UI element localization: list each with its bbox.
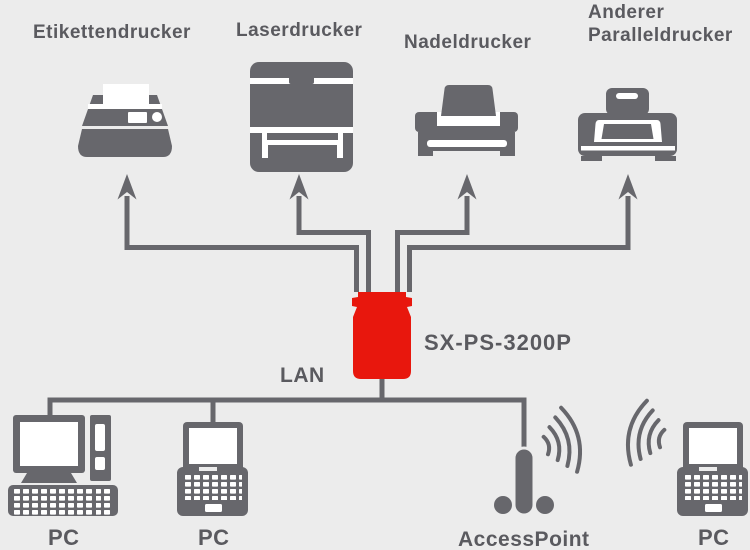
- label-printer-name: Etikettendrucker: [33, 22, 191, 43]
- laptop-pc-label: PC: [198, 525, 230, 550]
- arrowhead-icon: [457, 174, 477, 200]
- inkjet-printer-icon: [578, 88, 677, 161]
- parallel-printer-name-line2: Paralleldrucker: [588, 25, 733, 46]
- arrowhead-icon: [117, 174, 137, 200]
- lan-main-line: [47, 397, 527, 450]
- wifi-waves-icon: [541, 405, 582, 474]
- laser-printer-name: Laserdrucker: [236, 20, 363, 41]
- wifi-waves-icon: [626, 398, 667, 467]
- desktop-pc-label: PC: [48, 525, 80, 550]
- arrowheads: [117, 174, 638, 200]
- lan-label: LAN: [280, 364, 325, 387]
- arrow-line-paralleldrucker: [407, 196, 631, 292]
- arrow-line-nadeldrucker: [395, 196, 470, 292]
- desktop-pc-icon: [8, 415, 118, 516]
- parallel-printer-name: Anderer Paralleldrucker: [588, 1, 733, 47]
- parallel-printer-name-line1: Anderer: [588, 2, 665, 23]
- dot-matrix-printer-icon: [415, 85, 518, 156]
- laser-printer-icon: [250, 62, 353, 172]
- access-point-label: AccessPoint: [458, 528, 590, 550]
- print-server-model: SX-PS-3200P: [424, 330, 572, 355]
- print-server-icon: [352, 292, 412, 379]
- arrow-line-laserdrucker: [296, 196, 371, 292]
- arrow-line-etikettendrucker: [124, 196, 359, 292]
- printer-connection-arrows: [124, 196, 631, 292]
- label-printer-icon: [78, 84, 172, 157]
- dot-matrix-printer-name: Nadeldrucker: [404, 32, 532, 53]
- wireless-laptop-icon: [626, 398, 748, 516]
- arrowhead-icon: [618, 174, 638, 200]
- lan-bus-lines: [47, 378, 527, 450]
- access-point-icon: [494, 405, 582, 517]
- laptop-icon: [177, 422, 248, 516]
- wireless-pc-label: PC: [698, 525, 730, 550]
- arrowhead-icon: [289, 174, 309, 200]
